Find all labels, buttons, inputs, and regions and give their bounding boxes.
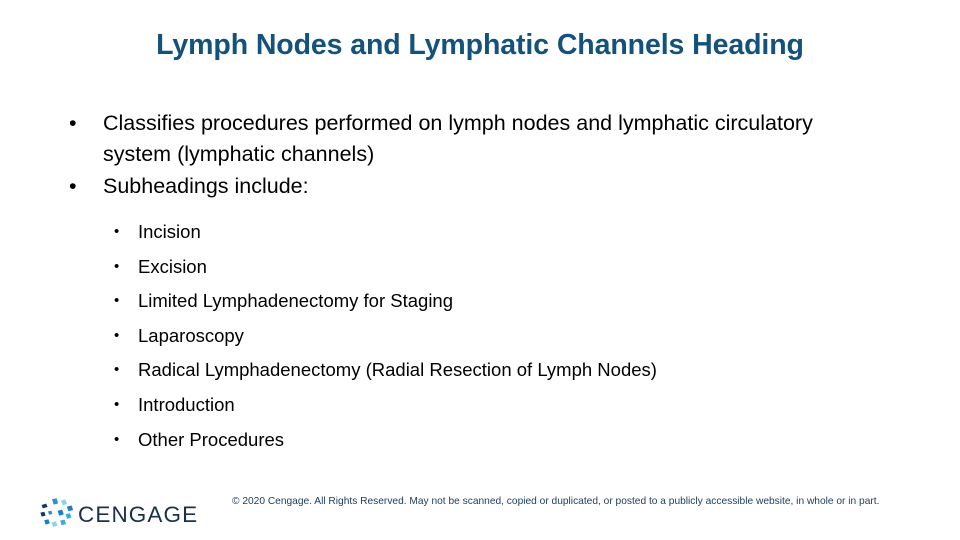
bullet-icon: •	[114, 257, 120, 275]
list-item: • Radical Lymphadenectomy (Radial Resect…	[114, 353, 902, 388]
list-item-label: Laparoscopy	[138, 324, 244, 346]
bullet-icon: •	[114, 326, 120, 344]
bullet-icon: •	[114, 430, 120, 448]
list-item-label: Radical Lymphadenectomy (Radial Resectio…	[138, 359, 657, 381]
list-item-label: Subheadings include:	[103, 174, 309, 198]
list-item: • Subheadings include:	[62, 171, 818, 202]
bullet-icon: •	[69, 174, 77, 198]
cengage-wordmark: CENGAGE	[78, 502, 199, 527]
list-item: • Incision	[114, 215, 902, 250]
copyright-notice: © 2020 Cengage. All Rights Reserved. May…	[232, 496, 880, 507]
list-item-label: Classifies procedures performed on lymph…	[103, 111, 813, 166]
slide-body: • Classifies procedures performed on lym…	[62, 108, 902, 457]
main-bullet-list: • Classifies procedures performed on lym…	[62, 108, 902, 202]
list-item: • Limited Lymphadenectomy for Staging	[114, 284, 902, 319]
list-item: • Laparoscopy	[114, 319, 902, 354]
list-item-label: Limited Lymphadenectomy for Staging	[138, 290, 454, 312]
list-item-label: Introduction	[138, 393, 235, 415]
list-item-label: Incision	[138, 221, 201, 242]
cengage-mark-icon	[38, 496, 76, 534]
slide-footer: CENGAGE © 2020 Cengage. All Rights Reser…	[0, 487, 960, 540]
list-item-label: Other Procedures	[138, 428, 285, 450]
bullet-icon: •	[69, 111, 77, 135]
sub-bullet-list: • Incision • Excision • Limited Lymphade…	[62, 215, 902, 457]
bullet-icon: •	[114, 395, 120, 413]
bullet-icon: •	[114, 223, 120, 240]
list-item: • Other Procedures	[114, 423, 902, 458]
list-item: • Introduction	[114, 388, 902, 423]
list-item-label: Excision	[138, 255, 207, 277]
bullet-icon: •	[114, 292, 120, 310]
list-item: • Classifies procedures performed on lym…	[62, 108, 818, 170]
page-title: Lymph Nodes and Lymphatic Channels Headi…	[156, 29, 804, 61]
cengage-logo: CENGAGE	[34, 493, 214, 535]
list-item: • Excision	[114, 250, 902, 285]
bullet-icon: •	[114, 361, 120, 379]
